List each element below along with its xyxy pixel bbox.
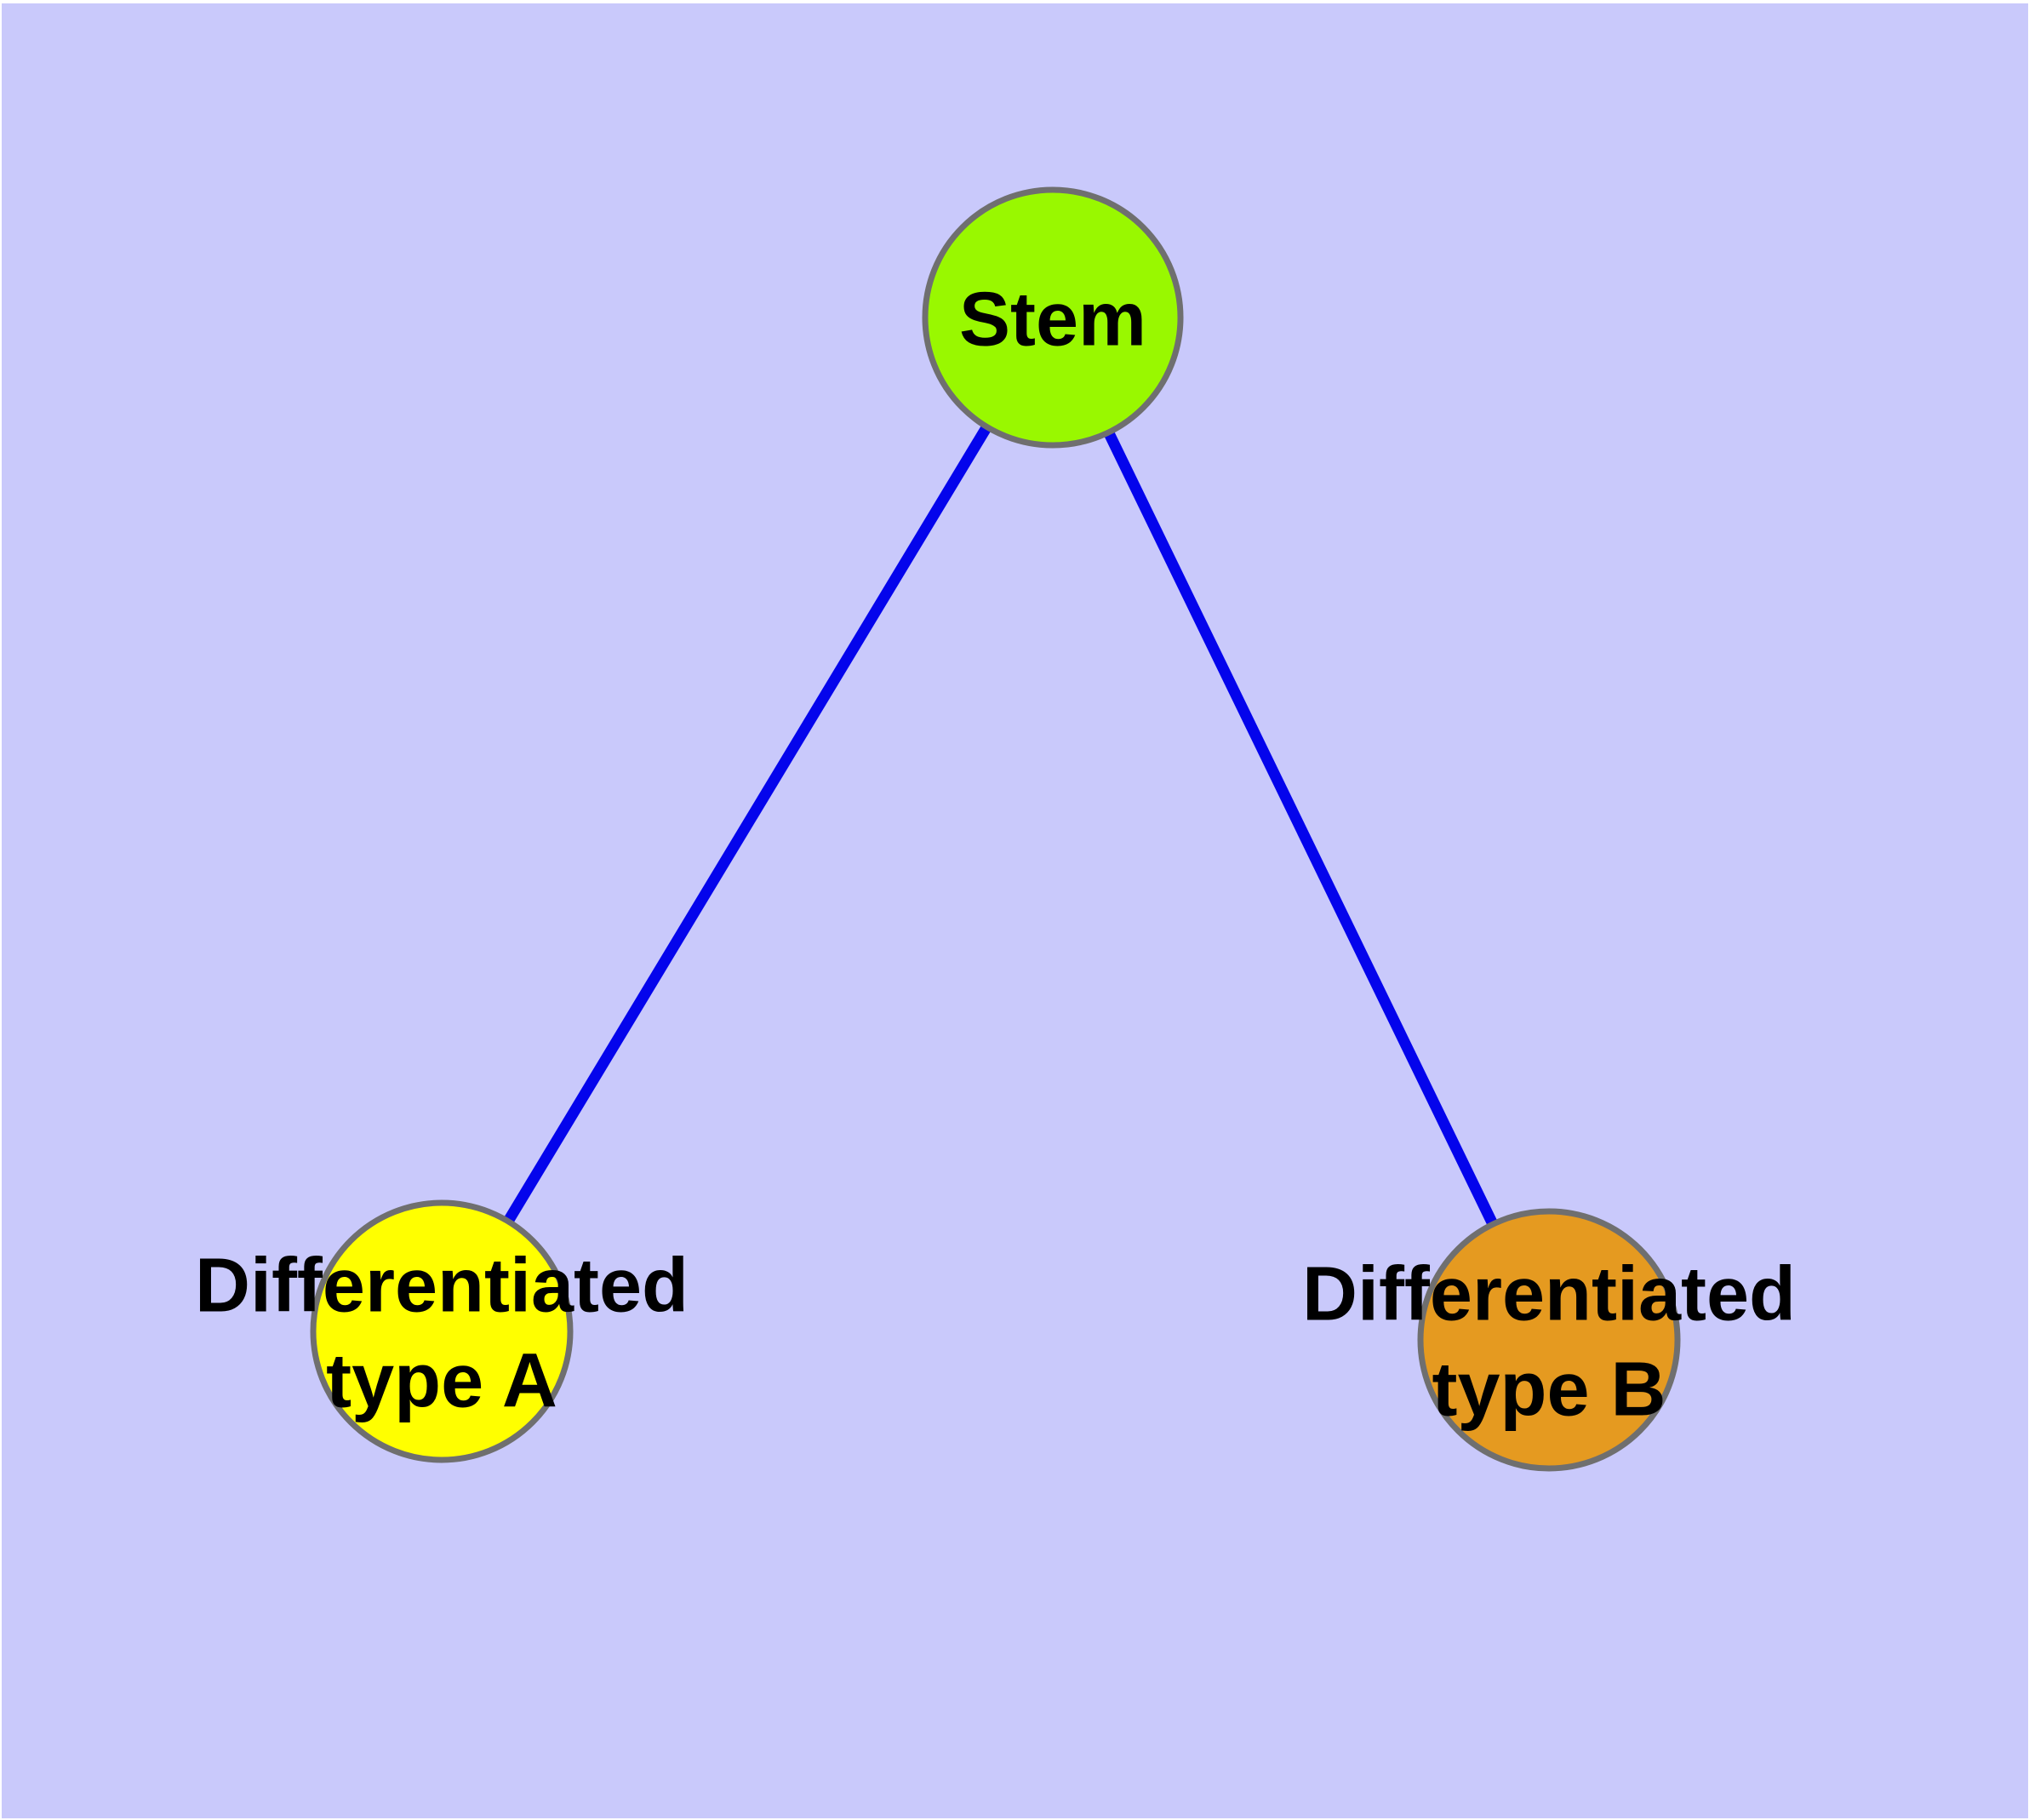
edge-stem-to-differentiated-type-b [1048, 315, 1554, 1342]
node-differentiated-type-a: Differentiated type A [195, 1199, 689, 1463]
node-label-line: type A [326, 1338, 557, 1423]
edges-layer [437, 314, 1554, 1342]
node-differentiated-type-b: Differentiated type B [1302, 1208, 1796, 1472]
node-label-differentiated-type-b: Differentiated type B [1302, 1251, 1796, 1432]
node-label-differentiated-type-a: Differentiated type A [195, 1243, 689, 1423]
node-label-stem: Stem [959, 277, 1146, 362]
node-label-line: type B [1432, 1347, 1666, 1432]
node-label-line: Differentiated [195, 1243, 689, 1328]
node-circle-differentiated-type-b [1417, 1208, 1681, 1472]
node-circle-differentiated-type-a [310, 1199, 574, 1463]
node-stem: Stem [922, 186, 1184, 449]
node-label-line: Differentiated [1302, 1251, 1796, 1336]
node-circle-stem [922, 186, 1184, 449]
edge-stem-to-differentiated-type-a [437, 314, 1058, 1335]
node-label-line: Stem [959, 277, 1146, 362]
